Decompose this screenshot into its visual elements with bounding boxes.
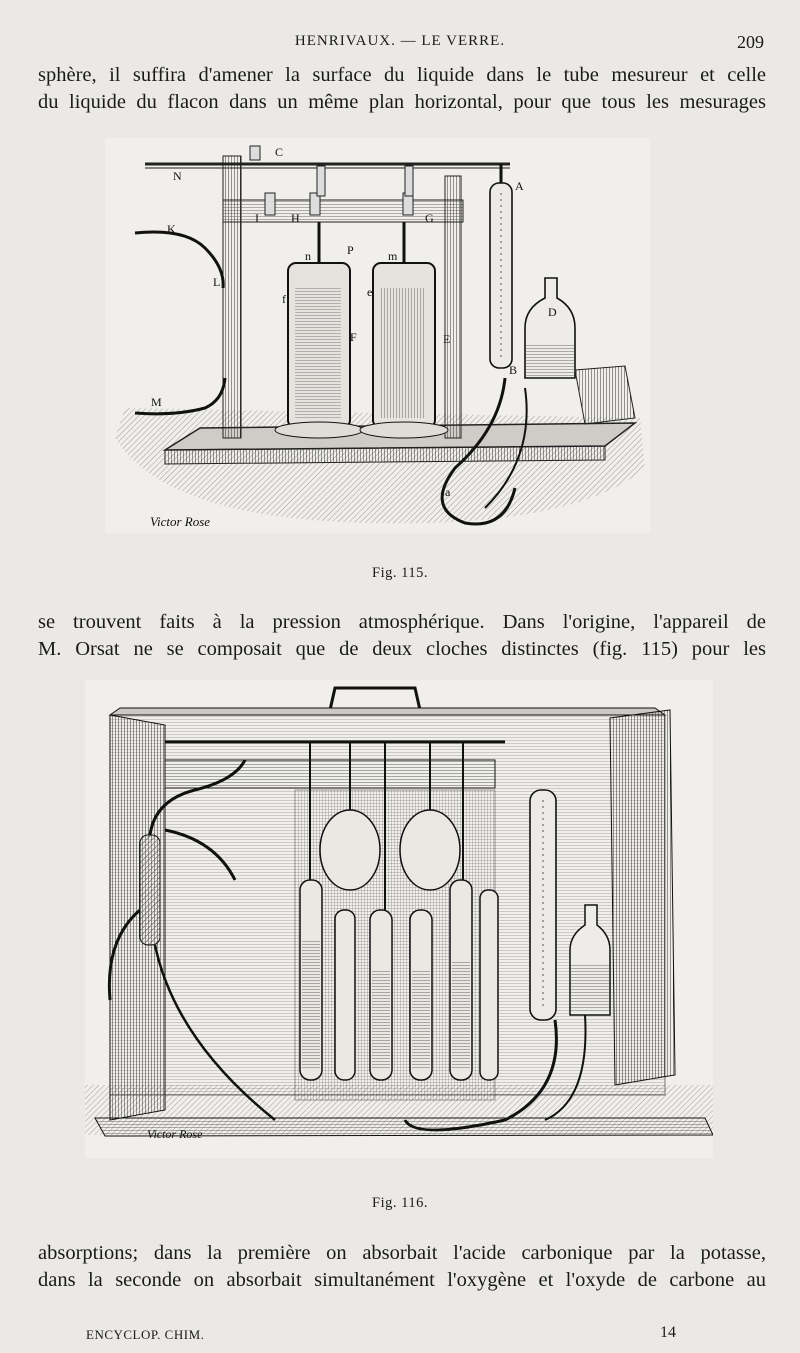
paragraph-middle: se trouvent faits à la pression atmosphé…: [38, 609, 766, 663]
orsat-apparatus-two-bells-drawing: N C K L M H G I P n m f e F E A D B a Vi…: [115, 145, 645, 529]
figure-label: P: [347, 243, 354, 257]
figure-label: E: [443, 332, 450, 346]
paragraph-top: sphère, il suffira d'amener la surface d…: [38, 62, 766, 116]
figure-116-caption: Fig. 116.: [372, 1195, 428, 1211]
figure-label: F: [350, 330, 357, 344]
text-line: dans la seconde on absorbait simultanéme…: [38, 1269, 766, 1291]
engraver-signature: Victor Rose: [147, 1127, 203, 1141]
figure-116-illustration: Victor Rose: [85, 680, 713, 1158]
orsat-apparatus-boxed-drawing: Victor Rose: [85, 686, 713, 1141]
figure-label: K: [167, 222, 176, 236]
figure-label: C: [275, 145, 283, 159]
figure-label: L: [213, 275, 220, 289]
figure-label: M: [151, 395, 162, 409]
footer-sheet-number: 14: [660, 1324, 676, 1341]
figure-label: n: [305, 249, 311, 263]
text-line: se trouvent faits à la pression atmosphé…: [38, 611, 766, 633]
figure-label: f: [282, 292, 286, 306]
text-line: sphère, il suffira d'amener la surface d…: [38, 64, 766, 86]
figure-label: A: [515, 179, 524, 193]
engraver-signature: Victor Rose: [150, 514, 210, 529]
footer-signature-mark: ENCYCLOP. CHIM.: [86, 1327, 205, 1342]
paragraph-bottom: absorptions; dans la première on absorba…: [38, 1240, 766, 1294]
figure-label: I: [255, 211, 259, 225]
figure-label: G: [425, 211, 434, 225]
running-header: HENRIVAUX. — LE VERRE.: [294, 33, 506, 49]
figure-label: N: [173, 169, 182, 183]
figure-label: H: [291, 211, 300, 225]
figure-label: m: [388, 249, 398, 263]
page-number: 209: [737, 32, 764, 52]
figure-label: B: [509, 363, 517, 377]
figure-label: D: [548, 305, 557, 319]
text-line: du liquide du flacon dans un même plan h…: [38, 91, 766, 113]
figure-label: a: [445, 485, 451, 499]
text-line: M. Orsat ne se composait que de deux clo…: [38, 638, 766, 660]
figure-label: e: [367, 285, 372, 299]
figure-115-caption: Fig. 115.: [372, 565, 428, 581]
figure-115-illustration: N C K L M H G I P n m f e F E A D B a Vi…: [105, 138, 650, 533]
text-line: absorptions; dans la première on absorba…: [38, 1242, 766, 1264]
